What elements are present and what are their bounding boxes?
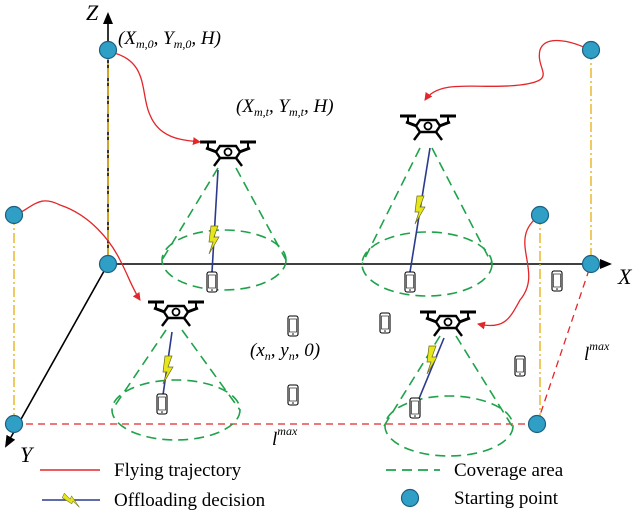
coverage-ellipse-b [361, 231, 493, 297]
trajectory-c [15, 200, 141, 301]
phone-icon [287, 315, 299, 337]
flying-trajectories [15, 39, 591, 330]
starting-point [4, 414, 24, 434]
trajectory-a [109, 51, 201, 146]
user-coordinate: (xn, yn, 0) [250, 340, 320, 363]
legend-starting-point: Starting point [454, 488, 559, 509]
bolt-c [162, 355, 174, 385]
l-max-right: lmax [584, 339, 610, 365]
uavs [146, 114, 478, 338]
boundary-right-dashed [536, 263, 592, 425]
drone-icon [146, 300, 206, 328]
uav-start-coordinate: (Xm,0, Ym,0, H) [118, 28, 221, 51]
phone-icon [551, 270, 563, 292]
coverage-cone-c [111, 329, 241, 411]
drone-icon [198, 140, 258, 168]
phone-icon [379, 312, 391, 334]
starting-point [4, 205, 24, 225]
bolt-b [414, 195, 426, 225]
phone-icon [409, 397, 421, 419]
starting-points [4, 40, 601, 434]
bolt-d [426, 345, 438, 375]
x-axis-label: X [617, 264, 633, 289]
phone-icon [404, 271, 416, 293]
coverage-ellipse-d [384, 395, 514, 457]
l-max-bottom: lmax [272, 424, 298, 450]
link-d [415, 337, 445, 407]
trajectory-d [477, 214, 541, 330]
coverage-cone-d [383, 335, 513, 427]
link-a [211, 169, 219, 273]
starting-point [527, 414, 547, 434]
z-axis-label: Z [86, 0, 99, 25]
y-axis-label: Y [20, 442, 35, 467]
legend-offloading-decision: Offloading decision [114, 490, 266, 511]
phone-icon [156, 393, 168, 415]
starting-point [581, 254, 601, 274]
y-axis [5, 263, 109, 448]
phone-icon [206, 271, 218, 293]
starting-point [581, 40, 601, 60]
coverage-cones [111, 147, 514, 457]
legend-flying-trajectory: Flying trajectory [114, 460, 242, 481]
offloading-links [161, 147, 445, 407]
coverage-cone-b [361, 147, 493, 265]
legend-starting-point-swatch [400, 488, 420, 508]
drone-icon [418, 310, 478, 338]
uav-coordinate-t: (Xm,t, Ym,t, H) [236, 96, 334, 119]
phone-icon [287, 384, 299, 406]
origin-point [98, 254, 118, 274]
legend: Flying trajectory Coverage area Offloadi… [40, 460, 564, 511]
starting-point [98, 40, 118, 60]
starting-point [530, 205, 550, 225]
coverage-ellipse-c [111, 379, 241, 441]
coverage-cone-a [161, 167, 287, 261]
legend-coverage-area: Coverage area [454, 460, 564, 481]
phone-icon [514, 355, 526, 377]
ground-users [156, 270, 563, 419]
trajectory-b [424, 39, 591, 101]
drone-icon [398, 114, 458, 142]
coverage-ellipse-a [161, 229, 287, 291]
